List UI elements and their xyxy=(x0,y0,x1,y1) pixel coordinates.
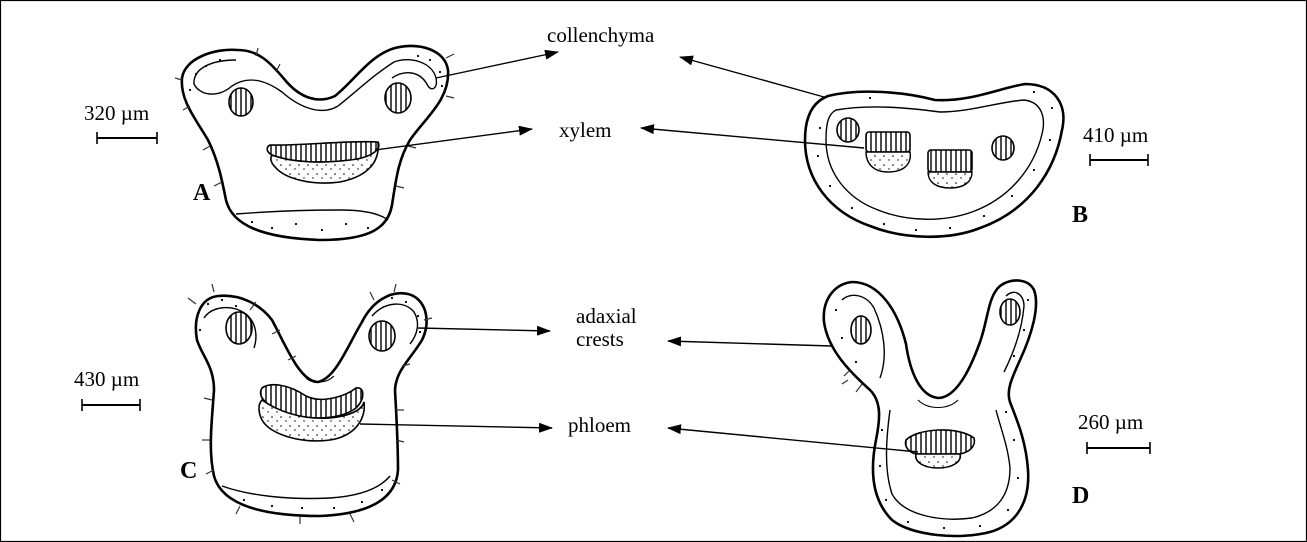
arrow-xylem-a xyxy=(375,129,532,150)
section-d-bundle-left xyxy=(851,316,871,344)
scale-bar-a-label: 320 µm xyxy=(84,101,149,125)
section-d-notch xyxy=(918,400,958,408)
section-c-basal-collenchyma xyxy=(222,476,390,499)
panel-letter-c: C xyxy=(180,458,197,484)
section-d xyxy=(824,280,1036,536)
section-c xyxy=(188,284,432,524)
arrow-adaxial-c xyxy=(418,328,550,331)
arrow-xylem-b xyxy=(641,128,864,148)
section-d-xylem xyxy=(905,430,974,454)
arrow-phloem-d xyxy=(668,428,918,452)
section-b-bundle-2-xylem xyxy=(866,132,910,152)
label-collenchyma: collenchyma xyxy=(547,23,655,47)
section-a-basal-collenchyma xyxy=(236,210,388,220)
panel-letter-b: B xyxy=(1072,202,1088,228)
scale-bar-b: 410 µm xyxy=(1083,123,1148,166)
label-phloem: phloem xyxy=(568,413,631,437)
scale-bar-d-label: 260 µm xyxy=(1078,410,1143,434)
arrow-adaxial-d xyxy=(668,341,832,346)
section-b-bundle-1 xyxy=(837,118,859,142)
scale-bar-c: 430 µm xyxy=(74,367,140,411)
section-d-phloem xyxy=(916,454,961,468)
section-b-bundle-3-xylem xyxy=(928,150,972,172)
section-c-bundle-right xyxy=(369,321,395,351)
arrow-collenchyma-a xyxy=(436,52,558,78)
label-adaxial-line1: adaxial xyxy=(576,304,637,328)
scale-bar-c-label: 430 µm xyxy=(74,367,139,391)
section-a-bundle-left xyxy=(229,88,253,116)
section-b xyxy=(805,84,1063,237)
section-a-bundle-right xyxy=(385,83,411,113)
panel-letter-d: D xyxy=(1072,483,1089,509)
panel-letter-a: A xyxy=(193,180,211,206)
section-d-bundle-right xyxy=(1000,299,1020,325)
label-adaxial-line2: crests xyxy=(576,327,624,351)
scale-bar-a: 320 µm xyxy=(84,101,157,144)
scale-bar-b-label: 410 µm xyxy=(1083,123,1148,147)
scale-bar-d: 260 µm xyxy=(1078,410,1150,454)
section-c-bundle-left xyxy=(226,312,252,344)
section-b-bundle-2-phloem xyxy=(866,152,910,172)
section-b-bundle-4 xyxy=(992,136,1014,160)
section-a xyxy=(175,46,454,240)
label-xylem: xylem xyxy=(559,118,612,142)
arrow-collenchyma-b xyxy=(680,57,824,97)
arrow-phloem-c xyxy=(360,424,552,428)
section-b-bundle-3-phloem xyxy=(928,172,972,188)
